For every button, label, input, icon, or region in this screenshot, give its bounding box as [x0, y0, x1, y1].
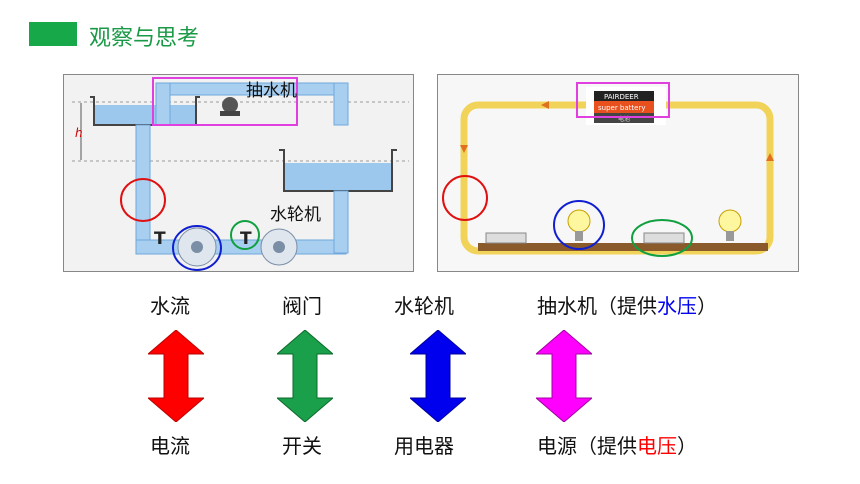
arrow-blue	[410, 330, 466, 422]
label-water-pressure: 水压	[657, 294, 697, 318]
circuit-board	[478, 243, 768, 251]
pump-body	[222, 97, 238, 113]
turbine-label: 水轮机	[270, 205, 321, 225]
label-valve: 阀门	[282, 294, 322, 318]
right-top-pipe	[333, 82, 349, 126]
down-pipe	[135, 124, 151, 254]
battery-sub: super battery	[598, 104, 646, 112]
battery-top	[594, 91, 654, 101]
label-water-flow: 水流	[150, 294, 190, 318]
label-current: 电流	[150, 434, 190, 458]
battery-label-band	[594, 101, 654, 113]
label-pump: 抽水机（提供水压）	[537, 294, 717, 318]
right-tank-water	[285, 163, 391, 190]
bulb-2	[718, 209, 742, 233]
left-top-pipe	[155, 82, 171, 126]
page-title: 观察与思考	[89, 26, 200, 51]
switch-1	[485, 232, 527, 244]
valve-highlight	[230, 220, 260, 250]
height-label: h	[75, 126, 83, 140]
dir-arrow-left	[460, 145, 468, 153]
water-system-svg: h 抽水机 T T 水轮机	[72, 77, 409, 271]
switch-2	[643, 232, 685, 244]
valve-icon-2: T	[240, 229, 252, 249]
circuit-svg: PAIRDEER super battery 电池	[442, 82, 774, 257]
water-system-diagram: h 抽水机 T T 水轮机	[63, 74, 414, 272]
battery-highlight	[576, 82, 670, 118]
battery-note: 电池	[618, 115, 630, 123]
bulb-highlight	[553, 200, 605, 250]
label-switch: 开关	[282, 434, 322, 458]
turbine-highlight	[172, 225, 222, 271]
current-highlight	[442, 175, 488, 221]
water-flow-highlight	[120, 178, 166, 222]
circuit-diagram: PAIRDEER super battery 电池	[437, 74, 799, 272]
label-turbine: 水轮机	[394, 294, 454, 318]
battery-brand: PAIRDEER	[604, 93, 639, 101]
label-appliance: 用电器	[394, 434, 454, 458]
arrow-red	[148, 330, 204, 422]
arrow-green	[277, 330, 333, 422]
left-tank-water	[95, 105, 195, 124]
dir-arrow-top	[541, 101, 549, 109]
pump-highlight	[152, 77, 298, 126]
up-pipe	[333, 190, 349, 254]
dir-arrow-right	[766, 153, 774, 161]
bulb-1	[567, 209, 591, 233]
label-voltage: 电压	[637, 434, 677, 458]
valve-icon-1: T	[154, 229, 166, 249]
pump-base	[220, 111, 240, 116]
label-power-source: 电源（提供电压）	[537, 434, 697, 458]
arrow-magenta	[536, 330, 592, 422]
pump-label: 抽水机	[246, 81, 297, 101]
switch-highlight	[631, 219, 693, 257]
title-accent-bar	[29, 22, 77, 46]
